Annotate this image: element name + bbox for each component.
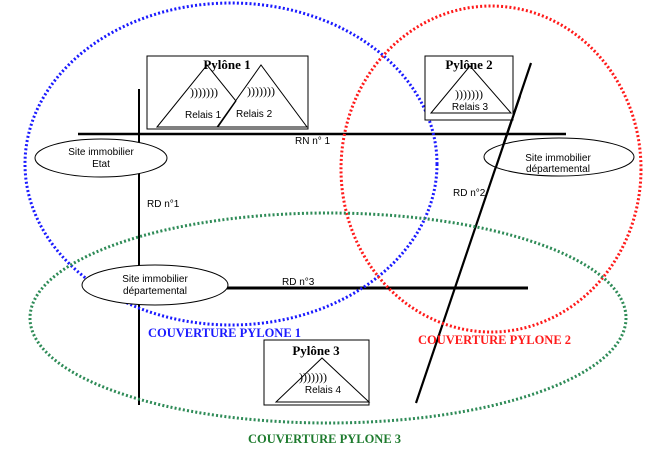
road-label-rd3: RD n°3	[282, 277, 315, 288]
relay-2-signal-icon: )))))))	[247, 84, 275, 98]
relay-3-signal-icon: )))))))	[455, 87, 483, 101]
site-departemental-east[interactable]: Site immobilier départemental	[0, 0, 635, 177]
site-dep-east-ellipse	[483, 137, 635, 177]
road-label-rd2: RD n°2	[453, 188, 486, 199]
relay-4-label: Relais 4	[305, 385, 342, 396]
coverage-ellipse-pylon-3	[28, 211, 628, 425]
pylon-2-title: Pylône 2	[445, 57, 492, 72]
site-dep-south-line2: départemental	[123, 286, 187, 297]
pylon-1[interactable]: Pylône 1 ))))))) ))))))) Relais 1 Relais…	[146, 55, 309, 130]
pylon-3[interactable]: Pylône 3 ))))))) Relais 4	[263, 339, 371, 406]
site-etat-ellipse	[34, 138, 168, 178]
site-etat-line2: Etat	[92, 159, 110, 170]
relay-3-triangle-icon	[429, 65, 513, 114]
road-label-rn1: RN n° 1	[295, 136, 331, 147]
coverage-label-pylon-3: COUVERTURE PYLONE 3	[248, 432, 401, 446]
site-dep-south-line1: Site immobilier	[122, 274, 188, 285]
road-rd2-overlay	[494, 95, 522, 168]
site-dep-east-line2: départemental	[526, 164, 590, 175]
pylon-3-title: Pylône 3	[292, 343, 340, 358]
relay-2-label: Relais 2	[236, 109, 273, 120]
relay-2-triangle-icon	[216, 64, 308, 128]
coverage-label-pylon-1: COUVERTURE PYLONE 1	[148, 326, 301, 340]
road-label-rd1: RD n°1	[147, 199, 180, 210]
coverage-label-pylon-2: COUVERTURE PYLONE 2	[418, 333, 571, 347]
coverage-ellipse-pylon-1	[23, 1, 439, 327]
site-etat[interactable]: Site immobilier Etat	[34, 138, 168, 178]
site-dep-east-line1: Site immobilier	[525, 153, 591, 164]
site-etat-line1: Site immobilier	[68, 147, 134, 158]
pylon-3-box	[263, 339, 370, 406]
site-dep-south-ellipse	[81, 264, 229, 306]
pylon-1-title: Pylône 1	[203, 57, 250, 72]
relay-4-triangle-icon	[274, 357, 371, 403]
relay-1-label: Relais 1	[185, 110, 222, 121]
relay-3-label: Relais 3	[452, 102, 489, 113]
relay-4-signal-icon: )))))))	[299, 370, 327, 384]
site-departemental-south[interactable]: Site immobilier départemental	[81, 264, 229, 306]
relay-1-signal-icon: )))))))	[190, 85, 218, 99]
pylon-2[interactable]: Pylône 2 ))))))) Relais 3	[424, 55, 514, 121]
coverage-ellipse-pylon-2	[339, 4, 643, 334]
